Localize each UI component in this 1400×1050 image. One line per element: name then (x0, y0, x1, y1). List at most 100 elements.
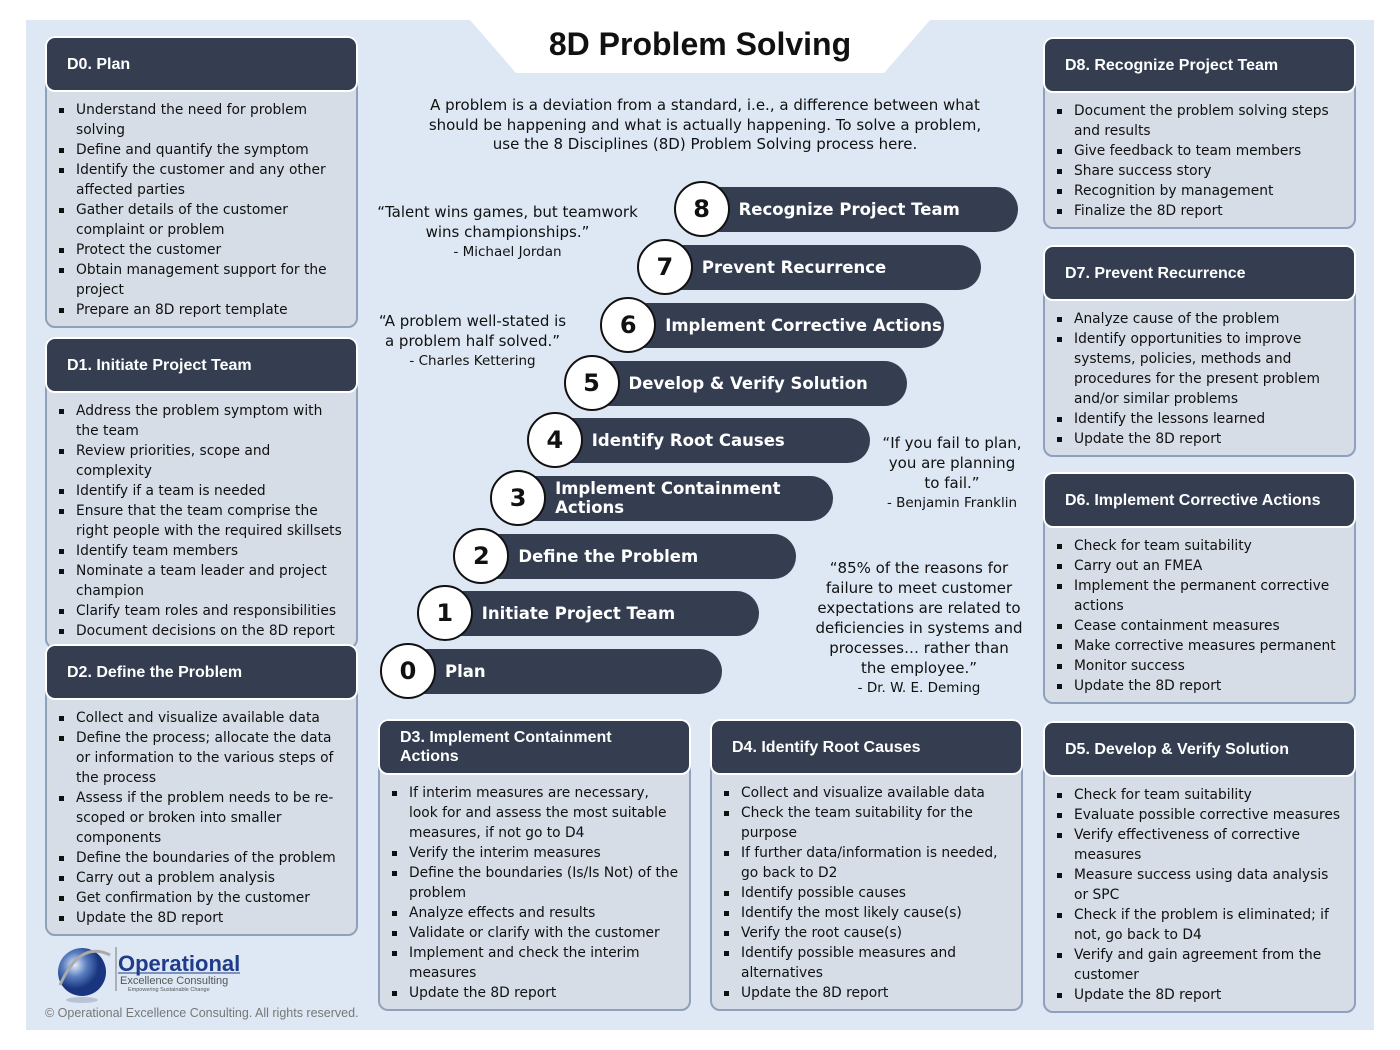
card-list: Address the problem symptom with the tea… (47, 393, 356, 647)
list-item: Evaluate possible corrective measures (1055, 805, 1344, 825)
list-item: Verify and gain agreement from the custo… (1055, 945, 1344, 985)
list-item: Monitor success (1055, 656, 1344, 676)
step-6-bar: Implement Corrective Actions (628, 302, 944, 348)
quote-text: “Talent wins games, but teamwork wins ch… (377, 203, 638, 241)
quote-kettering: “A problem well-stated is a problem half… (375, 311, 570, 371)
step-label: Plan (445, 662, 486, 681)
intro-text: A problem is a deviation from a standard… (428, 96, 982, 153)
step-7-bar: Prevent Recurrence (664, 245, 981, 291)
step-8-bar: Recognize Project Team (701, 187, 1018, 233)
list-item: Define the boundaries (Is/Is Not) of the… (390, 863, 679, 903)
step-label: Define the Problem (518, 546, 699, 566)
list-item: Cease containment measures (1055, 616, 1344, 636)
quote-jordan: “Talent wins games, but teamwork wins ch… (375, 202, 640, 262)
list-item: Carry out a problem analysis (57, 868, 346, 888)
quote-author: - Michael Jordan (453, 244, 562, 260)
step-5-number-circle: 5 (563, 354, 620, 411)
list-item: Collect and visualize available data (722, 783, 1011, 803)
step-7-number-circle: 7 (636, 239, 693, 296)
quote-author: - Charles Kettering (409, 353, 536, 369)
logo-sub: Excellence Consulting (120, 975, 228, 987)
quote-author: - Benjamin Franklin (886, 495, 1018, 511)
list-item: Understand the need for problem solving (57, 100, 346, 140)
card-list: If interim measures are necessary, look … (380, 775, 689, 1009)
list-item: Update the 8D report (390, 983, 679, 1003)
list-item: Update the 8D report (1055, 985, 1344, 1005)
step-number: 5 (583, 368, 600, 397)
card-header: D8. Recognize Project Team (1043, 37, 1356, 93)
globe-logo-icon: Operational Excellence Consulting Empowe… (58, 947, 240, 1003)
step-label: Initiate Project Team (481, 604, 676, 624)
list-item: Nominate a team leader and project champ… (57, 561, 346, 601)
step-5-bar: Develop & Verify Solution (591, 360, 907, 406)
step-number: 6 (619, 310, 637, 339)
logo-name: Operational (118, 951, 240, 976)
list-item: Identify the lessons learned (1055, 409, 1344, 429)
list-item: Protect the customer (57, 240, 346, 260)
list-item: If further data/information is needed, g… (722, 843, 1011, 883)
step-label: Develop & Verify Solution (628, 373, 868, 393)
card-header: D0. Plan (45, 36, 358, 92)
list-item: Analyze cause of the problem (1055, 309, 1344, 329)
list-item: Clarify team roles and responsibilities (57, 601, 346, 621)
step-number: 4 (546, 426, 564, 455)
quote-text: “If you fail to plan, you are planning t… (882, 434, 1022, 492)
list-item: Prepare an 8D report template (57, 300, 346, 320)
step-number: 3 (509, 483, 527, 512)
quote-deming: “85% of the reasons for failure to meet … (815, 558, 1023, 698)
card-header: D1. Initiate Project Team (45, 337, 358, 393)
list-item: Carry out an FMEA (1055, 556, 1344, 576)
logo-tagline: Empowering Sustainable Change (128, 987, 210, 993)
list-item: Validate or clarify with the customer (390, 923, 679, 943)
card-header: D4. Identify Root Causes (710, 719, 1023, 775)
step-3-number-circle: 3 (490, 469, 547, 526)
step-0-number-circle: 0 (380, 643, 436, 699)
card-header: D3. Implement Containment Actions (378, 719, 691, 775)
list-item: Define and quantify the symptom (57, 140, 346, 160)
list-item: Check for team suitability (1055, 536, 1344, 556)
card-header: D7. Prevent Recurrence (1043, 245, 1356, 301)
quote-author: - Dr. W. E. Deming (857, 680, 981, 696)
step-number: 2 (473, 541, 490, 570)
page-title: 8D Problem Solving (548, 26, 852, 62)
list-item: Identify if a team is needed (57, 481, 346, 501)
step-label: Identify Root Causes (591, 431, 785, 451)
list-item: Recognition by management (1055, 181, 1344, 201)
card-header: D6. Implement Corrective Actions (1043, 472, 1356, 528)
card-header: D5. Develop & Verify Solution (1043, 721, 1356, 777)
list-item: Gather details of the customer complaint… (57, 200, 346, 240)
step-label: Implement Containment Actions (555, 479, 781, 518)
step-8-number-circle: 8 (673, 181, 730, 238)
step-number: 0 (399, 657, 417, 685)
list-item: Verify the interim measures (390, 843, 679, 863)
quote-text: “A problem well-stated is a problem half… (378, 312, 567, 350)
step-label: Recognize Project Team (738, 200, 960, 220)
list-item: Update the 8D report (722, 983, 1011, 1003)
list-item: Update the 8D report (1055, 676, 1344, 696)
step-3-bar: Implement Containment Actions (518, 475, 833, 521)
step-number: 1 (436, 599, 454, 628)
list-item: Check the team suitability for the purpo… (722, 803, 1011, 843)
list-item: Address the problem symptom with the tea… (57, 401, 346, 441)
list-item: Update the 8D report (57, 908, 346, 928)
list-item: Assess if the problem needs to be re-sco… (57, 788, 346, 848)
list-item: Analyze effects and results (390, 903, 679, 923)
step-4-number-circle: 4 (526, 412, 583, 469)
list-item: Get confirmation by the customer (57, 888, 346, 908)
list-item: Check for team suitability (1055, 785, 1344, 805)
list-item: Identify the customer and any other affe… (57, 160, 346, 200)
list-item: Define the process; allocate the data or… (57, 728, 346, 788)
step-2-bar: Define the Problem (481, 533, 796, 579)
list-item: Finalize the 8D report (1055, 201, 1344, 221)
step-number: 7 (656, 253, 674, 282)
list-item: Document the problem solving steps and r… (1055, 101, 1344, 141)
list-item: Implement and check the interim measures (390, 943, 679, 983)
list-item: Define the boundaries of the problem (57, 848, 346, 868)
